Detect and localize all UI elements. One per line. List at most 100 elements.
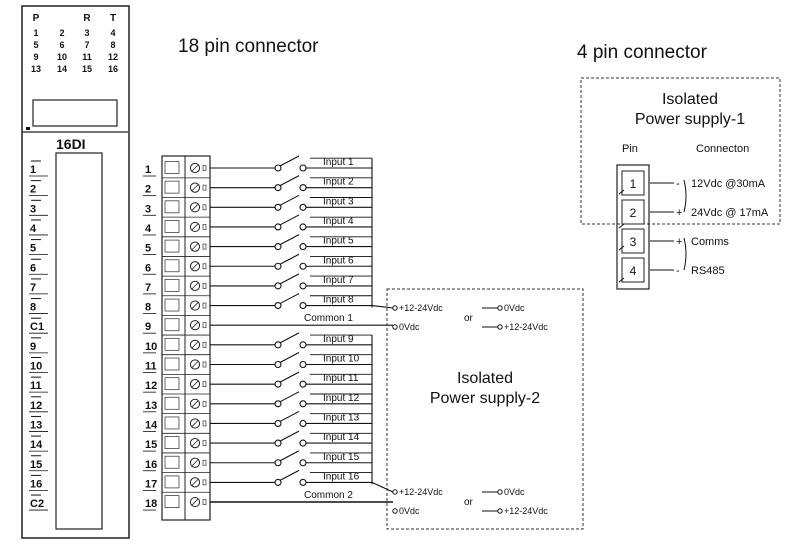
switch-contact [299, 164, 307, 172]
switch-contact [299, 360, 307, 369]
side-label: 12 [30, 400, 42, 412]
terminal-screw-slot [191, 479, 199, 486]
led-number: 15 [82, 64, 92, 74]
terminal-slot [164, 200, 180, 214]
led-header-label: R [83, 13, 91, 24]
terminal-number: 12 [145, 380, 157, 392]
terminal-screw-icon [189, 477, 201, 488]
input-label: Input 13 [323, 412, 360, 423]
module-bullet [26, 127, 30, 130]
switch-contact [299, 203, 307, 211]
led-number: 4 [110, 28, 115, 38]
terminal-slot [164, 475, 180, 489]
ps2-bottom-left-b: 0Vdc [399, 506, 420, 516]
terminal-number: 5 [145, 243, 151, 255]
terminal-screw-slot [191, 361, 199, 368]
pin-number: 1 [630, 177, 637, 191]
power-supply-2-title-1: Isolated [457, 370, 513, 387]
led-number: 1 [33, 28, 38, 38]
led-header-label: P [33, 13, 40, 24]
side-label: 5 [30, 243, 36, 255]
side-label: 6 [30, 262, 36, 274]
input-label: Input 3 [323, 196, 354, 207]
pin-number: 4 [630, 264, 637, 278]
power-supply-1-title-1: Isolated [662, 91, 718, 108]
pin-box [621, 199, 645, 225]
terminal-screw-slot [191, 321, 199, 329]
connector-notch [618, 223, 625, 229]
terminal-screw-slot [191, 164, 199, 172]
ps2-bottom-term-b [392, 508, 398, 514]
led-number: 2 [59, 28, 64, 38]
switch-contact [299, 478, 307, 486]
ps2-bottom-right-a-term [497, 489, 503, 495]
module-inner-window [55, 152, 103, 530]
pin-number: 2 [630, 206, 637, 220]
pin-sign: + [676, 207, 682, 219]
terminal-clamp [202, 499, 207, 505]
led-number: 7 [84, 40, 89, 50]
terminal-screw-icon [189, 221, 201, 233]
switch-contact [299, 419, 307, 428]
side-label: 2 [30, 184, 36, 196]
power-supply-1: Isolated Power supply-1 Pin Connecton 1-… [580, 77, 781, 290]
led-number: 13 [31, 64, 41, 74]
terminal-screw-icon [189, 182, 201, 193]
terminal-slot [164, 180, 180, 194]
terminal-screw-slot [191, 380, 199, 388]
module-outline [21, 5, 130, 539]
led-number: 11 [82, 52, 92, 62]
switch-contact [299, 341, 307, 349]
switch-lever [279, 391, 300, 403]
terminal-screw-slot [191, 184, 199, 191]
ps2-bottom-right-a: 0Vdc [504, 487, 525, 497]
terminal-slot [164, 239, 180, 253]
power-supply-1-box [580, 77, 781, 225]
terminal-number: 13 [145, 400, 157, 412]
terminal-slot [164, 161, 180, 174]
input-label: Input 2 [323, 177, 354, 188]
led-number: 8 [110, 40, 115, 50]
terminal-screw-slot [191, 400, 199, 408]
terminal-clamp [202, 342, 207, 348]
terminal-slot [164, 298, 180, 312]
input-label: Input 12 [323, 393, 360, 404]
terminal-slot [164, 495, 180, 508]
pin-box [621, 257, 645, 283]
terminal-screw-slot [191, 498, 199, 506]
led-number: 3 [84, 28, 89, 38]
led-number: 10 [57, 52, 67, 62]
switch-contact [274, 203, 282, 211]
bus-wire [371, 481, 394, 493]
terminal-block-outline [161, 155, 211, 521]
side-label: 8 [30, 302, 36, 314]
terminal-screw-icon [189, 202, 201, 213]
terminal-clamp [202, 302, 207, 309]
ps2-top-right-b-term [497, 324, 503, 330]
terminal-screw-icon [189, 339, 201, 350]
ps2-top-left-a: +12-24Vdc [399, 303, 443, 313]
terminal-clamp [202, 224, 207, 230]
terminal-number: 11 [145, 361, 157, 373]
input-label: Input 1 [323, 157, 354, 168]
pin-box [621, 170, 645, 196]
terminal-slot [164, 259, 180, 273]
terminal-slot [164, 396, 180, 410]
terminal-number: 16 [145, 459, 157, 471]
terminal-screw-icon [189, 438, 201, 449]
connector-notch [618, 189, 625, 195]
input-label: Input 8 [323, 295, 354, 306]
led-number: 9 [33, 52, 38, 62]
terminal-screw-icon [189, 162, 201, 174]
input-label: Input 15 [323, 452, 360, 463]
ps2-top-right-b: +12-24Vdc [504, 322, 548, 332]
heading-18-pin: 18 pin connector [178, 36, 319, 57]
ps2-top-right-a-term [497, 305, 503, 311]
switch-contact [274, 380, 282, 388]
terminal-screw-slot [191, 262, 199, 270]
